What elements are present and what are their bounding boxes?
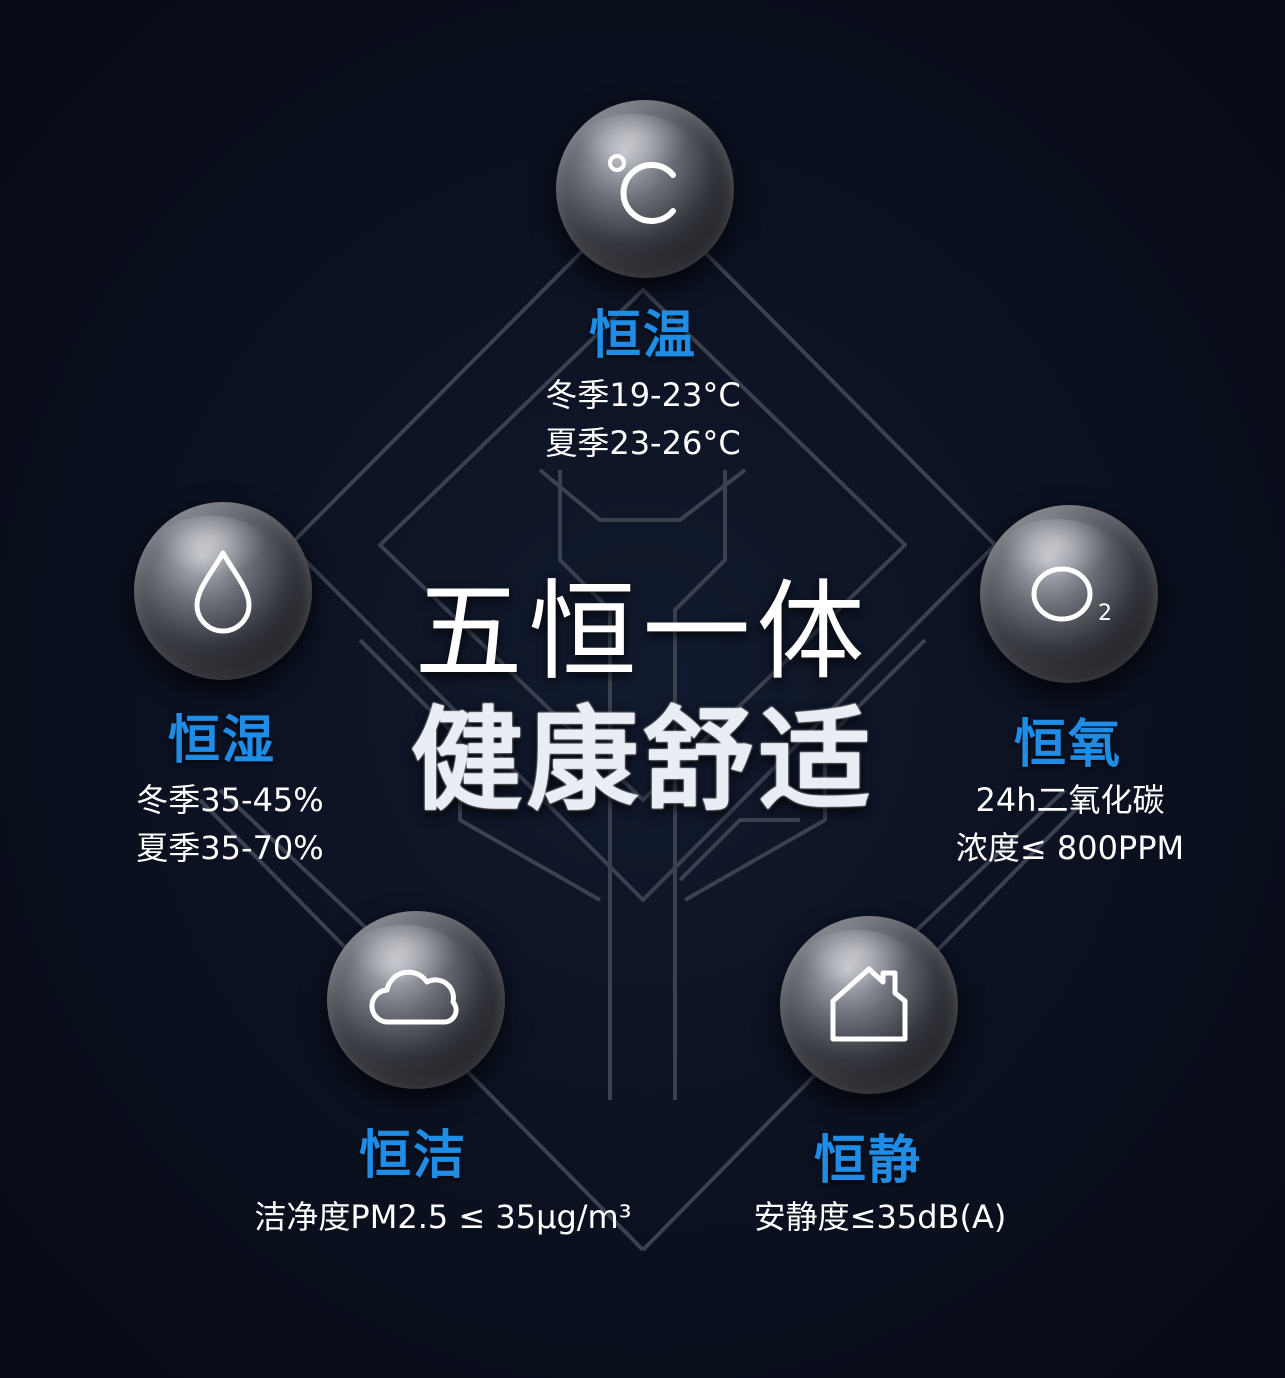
house-icon: [830, 966, 908, 1042]
celsius-icon: [608, 154, 676, 224]
humidity-title: 恒湿: [167, 711, 276, 771]
svg-text:2: 2: [1098, 601, 1112, 626]
oxygen-desc-2: 浓度≤ 800PPM: [955, 829, 1185, 867]
water-drop-icon: [194, 550, 252, 634]
cloud-icon: [369, 969, 459, 1025]
temperature-title: 恒温: [588, 306, 697, 366]
quiet-orb: [780, 916, 958, 1094]
temperature-desc-1: 冬季19-23°C: [545, 376, 741, 414]
temperature-orb: [556, 100, 734, 278]
temperature-desc-2: 夏季23-26°C: [545, 424, 741, 462]
center-heading-line2: 健康舒适: [410, 696, 875, 826]
oxygen-title: 恒氧: [1013, 715, 1122, 775]
quiet-title: 恒静: [813, 1131, 922, 1191]
clean-title: 恒洁: [358, 1126, 467, 1186]
humidity-desc-1: 冬季35-45%: [136, 781, 324, 819]
oxygen-desc-1: 24h二氧化碳: [975, 781, 1165, 819]
clean-orb: [327, 911, 505, 1089]
center-heading-line1: 五恒一体: [414, 570, 871, 695]
quiet-desc-1: 安静度≤35dB(A): [753, 1198, 1007, 1236]
oxygen-orb: 2: [980, 505, 1158, 683]
humidity-orb: [134, 502, 312, 680]
o2-icon: 2: [1031, 566, 1112, 626]
clean-desc-1: 洁净度PM2.5 ≤ 35μg/m³: [254, 1198, 632, 1236]
humidity-desc-2: 夏季35-70%: [136, 829, 324, 867]
